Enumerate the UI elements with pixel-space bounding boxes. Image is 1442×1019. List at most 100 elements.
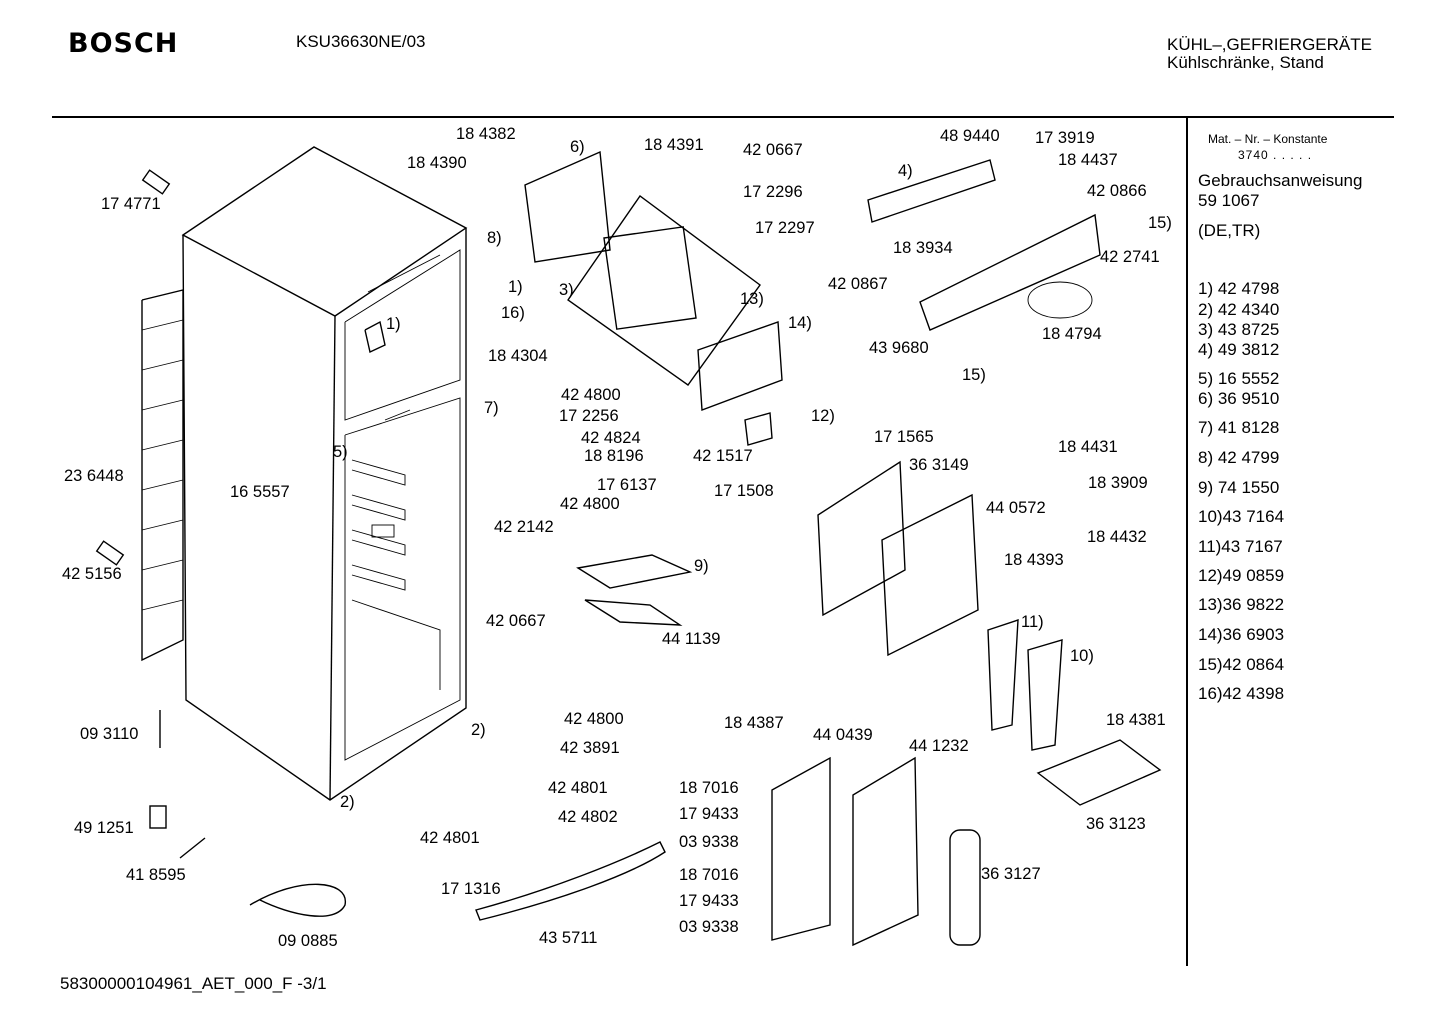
part-label: 17 3919 — [1035, 129, 1095, 147]
part-label: 42 4801 — [548, 779, 608, 797]
part-label: 36 3123 — [1086, 815, 1146, 833]
callout-label: 14) — [788, 314, 812, 332]
part-label: 09 0885 — [278, 932, 338, 950]
part-label: 18 4431 — [1058, 438, 1118, 456]
legend-item: 10)43 7164 — [1198, 507, 1285, 526]
part-label: 49 1251 — [74, 819, 134, 837]
part-label: 17 2296 — [743, 183, 803, 201]
part-label: 42 2142 — [494, 518, 554, 536]
part-label: 36 3149 — [909, 456, 969, 474]
part-label: 42 4800 — [564, 710, 624, 728]
legend-item: 6) 36 9510 — [1198, 389, 1280, 408]
part-label: 17 1316 — [441, 880, 501, 898]
legend-item: 5) 16 5552 — [1198, 369, 1280, 388]
legend-item: 4) 49 3812 — [1198, 340, 1280, 359]
category-line-2: Kühlschränke, Stand — [1167, 53, 1324, 72]
callout-label: 2) — [340, 793, 355, 811]
legend-item: 16)42 4398 — [1198, 684, 1285, 703]
part-label: 44 1139 — [662, 630, 720, 648]
callout-label: 1) — [386, 315, 401, 333]
part-label: 17 1508 — [714, 482, 774, 500]
part-label: 41 8595 — [126, 866, 186, 884]
model-number: KSU36630NE/03 — [296, 32, 426, 51]
legend-item: 12)49 0859 — [1198, 566, 1285, 585]
part-label: 18 7016 — [679, 866, 739, 884]
mat-value: 3740 . . . . . — [1238, 148, 1313, 162]
part-label: 18 4387 — [724, 714, 784, 732]
part-label: 03 9338 — [679, 833, 739, 851]
category-line-1: KÜHL–,GEFRIERGERÄTE — [1167, 35, 1372, 54]
callout-label: 5) — [333, 443, 348, 461]
legend-item: 11)43 7167 — [1198, 537, 1283, 556]
callout-label: 13) — [740, 290, 764, 308]
part-label: 17 9433 — [679, 892, 739, 910]
part-label: 17 2256 — [559, 407, 619, 425]
part-label: 17 4771 — [101, 195, 161, 213]
callout-label: 9) — [694, 557, 709, 575]
sidebar-divider — [1186, 118, 1188, 966]
part-label: 18 4304 — [488, 347, 548, 365]
part-label: 42 2741 — [1100, 248, 1160, 266]
fridge-cabinet-drawing — [141, 146, 468, 801]
callout-label: 11) — [1021, 613, 1044, 631]
part-label: 42 4800 — [561, 386, 621, 404]
callout-label: 3) — [559, 281, 574, 299]
part-label: 42 0867 — [828, 275, 888, 293]
document-code: 58300000104961_AET_000_F -3/1 — [60, 974, 327, 993]
legend-item: 15)42 0864 — [1198, 655, 1285, 674]
part-label: 42 4801 — [420, 829, 480, 847]
part-label: 18 4432 — [1087, 528, 1147, 546]
callout-label: 2) — [471, 721, 486, 739]
part-label: 18 7016 — [679, 779, 739, 797]
exploded-parts-diagram: 17 4771 23 6448 42 5156 09 3110 49 1251 … — [62, 125, 1172, 950]
legend-item: 3) 43 8725 — [1198, 320, 1280, 339]
callout-label: 15) — [1148, 214, 1172, 232]
callout-label: 8) — [487, 229, 502, 247]
callout-label: 4) — [898, 162, 913, 180]
part-label: 17 9433 — [679, 805, 739, 823]
part-label: 18 4382 — [456, 125, 516, 143]
part-label: 18 4381 — [1106, 711, 1166, 729]
part-label: 18 4391 — [644, 136, 704, 154]
part-label: 17 1565 — [874, 428, 934, 446]
legend-item: 7) 41 8128 — [1198, 418, 1280, 437]
part-label: 23 6448 — [64, 467, 124, 485]
part-label: 18 4390 — [407, 154, 467, 172]
part-labels: 17 4771 23 6448 42 5156 09 3110 49 1251 … — [62, 125, 1172, 950]
callout-label: 6) — [570, 138, 585, 156]
part-label: 36 3127 — [981, 865, 1041, 883]
callout-label: 1) — [508, 278, 523, 296]
part-label: 42 4824 — [581, 429, 641, 447]
callout-label: 15) — [962, 366, 986, 384]
part-label: 42 4800 — [560, 495, 620, 513]
mat-label: Mat. – Nr. – Konstante — [1208, 132, 1328, 146]
part-label: 03 9338 — [679, 918, 739, 936]
part-label: 42 0667 — [743, 141, 803, 159]
legend-item: 9) 74 1550 — [1198, 478, 1280, 497]
part-label: 44 1232 — [909, 737, 969, 755]
part-label: 42 4802 — [558, 808, 618, 826]
part-label: 42 0667 — [486, 612, 546, 630]
part-label: 42 3891 — [560, 739, 620, 757]
legend-item: 1) 42 4798 — [1198, 279, 1280, 298]
part-label: 44 0439 — [813, 726, 873, 744]
brand-logo: BOSCH — [68, 28, 179, 59]
callout-label: 10) — [1070, 647, 1094, 665]
part-label: 18 3909 — [1088, 474, 1148, 492]
manual-label: Gebrauchsanweisung — [1198, 171, 1363, 190]
part-label: 42 1517 — [693, 447, 753, 465]
part-label: 18 3934 — [893, 239, 953, 257]
callout-label: 7) — [484, 399, 499, 417]
part-label: 43 5711 — [539, 929, 597, 947]
small-parts-drawing — [95, 150, 1162, 947]
part-label: 09 3110 — [80, 725, 138, 743]
legend-item: 13)36 9822 — [1198, 595, 1285, 614]
part-label: 18 4437 — [1058, 151, 1118, 169]
part-label: 17 2297 — [755, 219, 815, 237]
manual-number: 59 1067 — [1198, 191, 1260, 210]
header-divider — [52, 116, 1394, 118]
legend-item: 2) 42 4340 — [1198, 300, 1280, 319]
part-label: 42 5156 — [62, 565, 122, 583]
part-label: 43 9680 — [869, 339, 929, 357]
callout-label: 16) — [501, 304, 525, 322]
